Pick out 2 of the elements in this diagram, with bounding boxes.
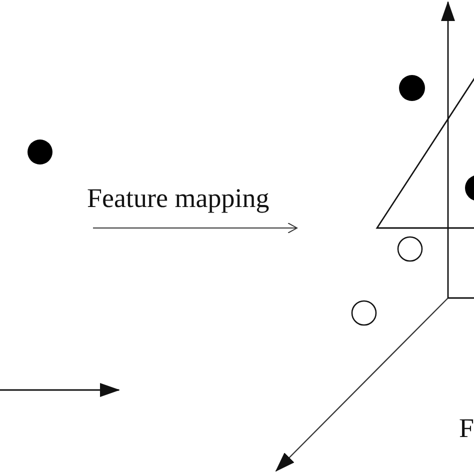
axis-label: F	[459, 415, 474, 442]
mapping-label: Feature mapping	[87, 185, 270, 212]
